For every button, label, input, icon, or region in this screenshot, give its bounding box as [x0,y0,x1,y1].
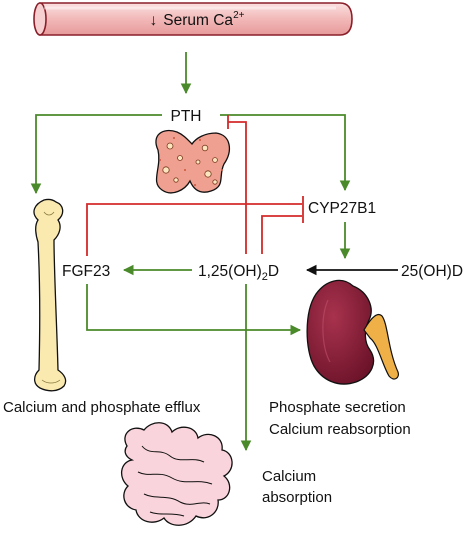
inhibit-fgf23-to-cyp27b1 [86,203,302,256]
inhibit-calcitriol-to-cyp27b1 [261,215,302,254]
arrow-pth-to-bone [30,114,162,195]
down-arrow-icon: ↓ [150,12,158,29]
serum-calcium-text: Serum Ca [163,12,233,29]
calcitriol-label: 1,25(OH)2D [198,263,279,283]
calcidiol-label: 25(OH)D [401,263,463,280]
arrow-pth-to-cyp27b1 [220,114,351,192]
kidney-icon [306,279,399,385]
femur-bone-icon [33,198,67,392]
arrow-fgf23-to-kidney [86,284,302,336]
kidney-outcome-line2: Calcium reabsorption [269,421,411,438]
serum-calcium-vessel: ↓ Serum Ca2+ [33,2,353,36]
parathyroid-gland-icon [155,129,231,194]
serum-calcium-label: ↓ Serum Ca2+ [150,10,245,29]
pth-label: PTH [171,108,202,125]
intestine-outcome-line1: Calcium [262,468,316,485]
inhibitory-lines [86,115,304,256]
inhibit-calcitriol-to-pth [228,121,247,254]
stimulatory-arrows [30,52,351,452]
kidney-outcome-line1: Phosphate secretion [269,399,406,416]
calcitriol-prefix: 1,25(OH) [198,263,262,280]
bone-outcome-label: Calcium and phosphate efflux [3,399,201,416]
fgf23-label: FGF23 [62,263,110,280]
cyp27b1-label: CYP27B1 [308,200,376,217]
calcium-charge-superscript: 2+ [233,10,245,21]
intestine-outcome-line2: absorption [262,489,332,506]
calcitriol-suffix: D [268,263,279,280]
calcitriol-subscript: 2 [262,271,268,283]
intestine-icon [121,422,233,526]
